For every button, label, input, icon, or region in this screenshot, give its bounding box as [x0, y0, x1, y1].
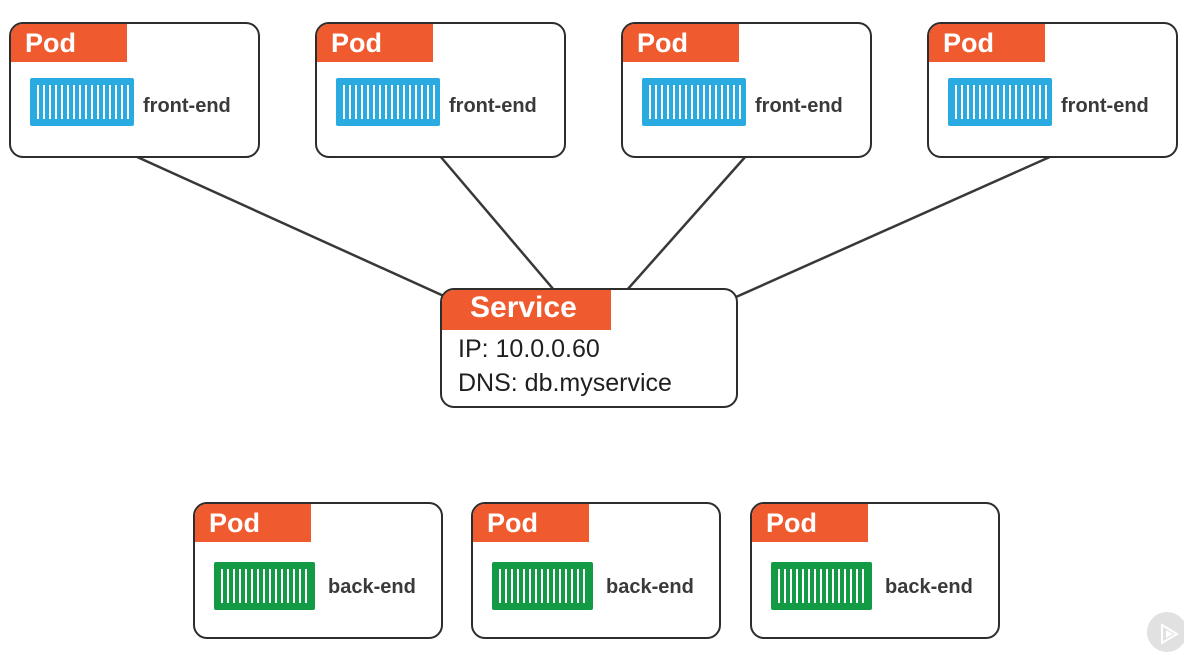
- service-box: Service IP: 10.0.0.60 DNS: db.myservice: [440, 288, 738, 408]
- pod-container-label: front-end: [1061, 95, 1149, 117]
- pod-tag: Pod: [623, 24, 739, 62]
- frontend-pod-4: Pod front-end: [927, 22, 1178, 158]
- pod-container-label: front-end: [449, 95, 537, 117]
- pod-tag: Pod: [473, 504, 589, 542]
- pod-container-label: front-end: [143, 95, 231, 117]
- pod-tag: Pod: [11, 24, 127, 62]
- shipping-container-icon: [214, 562, 315, 610]
- pod-tag: Pod: [195, 504, 311, 542]
- pod-container-label: back-end: [606, 576, 694, 598]
- pod-container-label: back-end: [328, 576, 416, 598]
- service-tag: Service: [442, 290, 611, 330]
- pod-container-label: back-end: [885, 576, 973, 598]
- frontend-pod-2: Pod front-end: [315, 22, 566, 158]
- shipping-container-icon: [336, 78, 440, 126]
- connector-frontend-4-to-service: [735, 154, 1053, 299]
- pod-tag: Pod: [929, 24, 1045, 62]
- pod-tag: Pod: [752, 504, 868, 542]
- shipping-container-icon: [642, 78, 746, 126]
- shipping-container-icon: [948, 78, 1052, 126]
- shipping-container-icon: [771, 562, 872, 610]
- connector-frontend-2-to-service: [439, 155, 555, 291]
- backend-pod-1: Pod back-end: [193, 502, 443, 639]
- connector-frontend-3-to-service: [626, 155, 747, 291]
- pod-container-label: front-end: [755, 95, 843, 117]
- service-dns: DNS: db.myservice: [458, 369, 672, 397]
- frontend-pod-1: Pod front-end: [9, 22, 260, 158]
- shipping-container-icon: [492, 562, 593, 610]
- service-ip: IP: 10.0.0.60: [458, 335, 600, 363]
- backend-pod-2: Pod back-end: [471, 502, 721, 639]
- play-logo-icon: [1147, 612, 1184, 652]
- backend-pod-3: Pod back-end: [750, 502, 1000, 639]
- connector-frontend-1-to-service: [134, 154, 447, 299]
- shipping-container-icon: [30, 78, 134, 126]
- pod-tag: Pod: [317, 24, 433, 62]
- frontend-pod-3: Pod front-end: [621, 22, 872, 158]
